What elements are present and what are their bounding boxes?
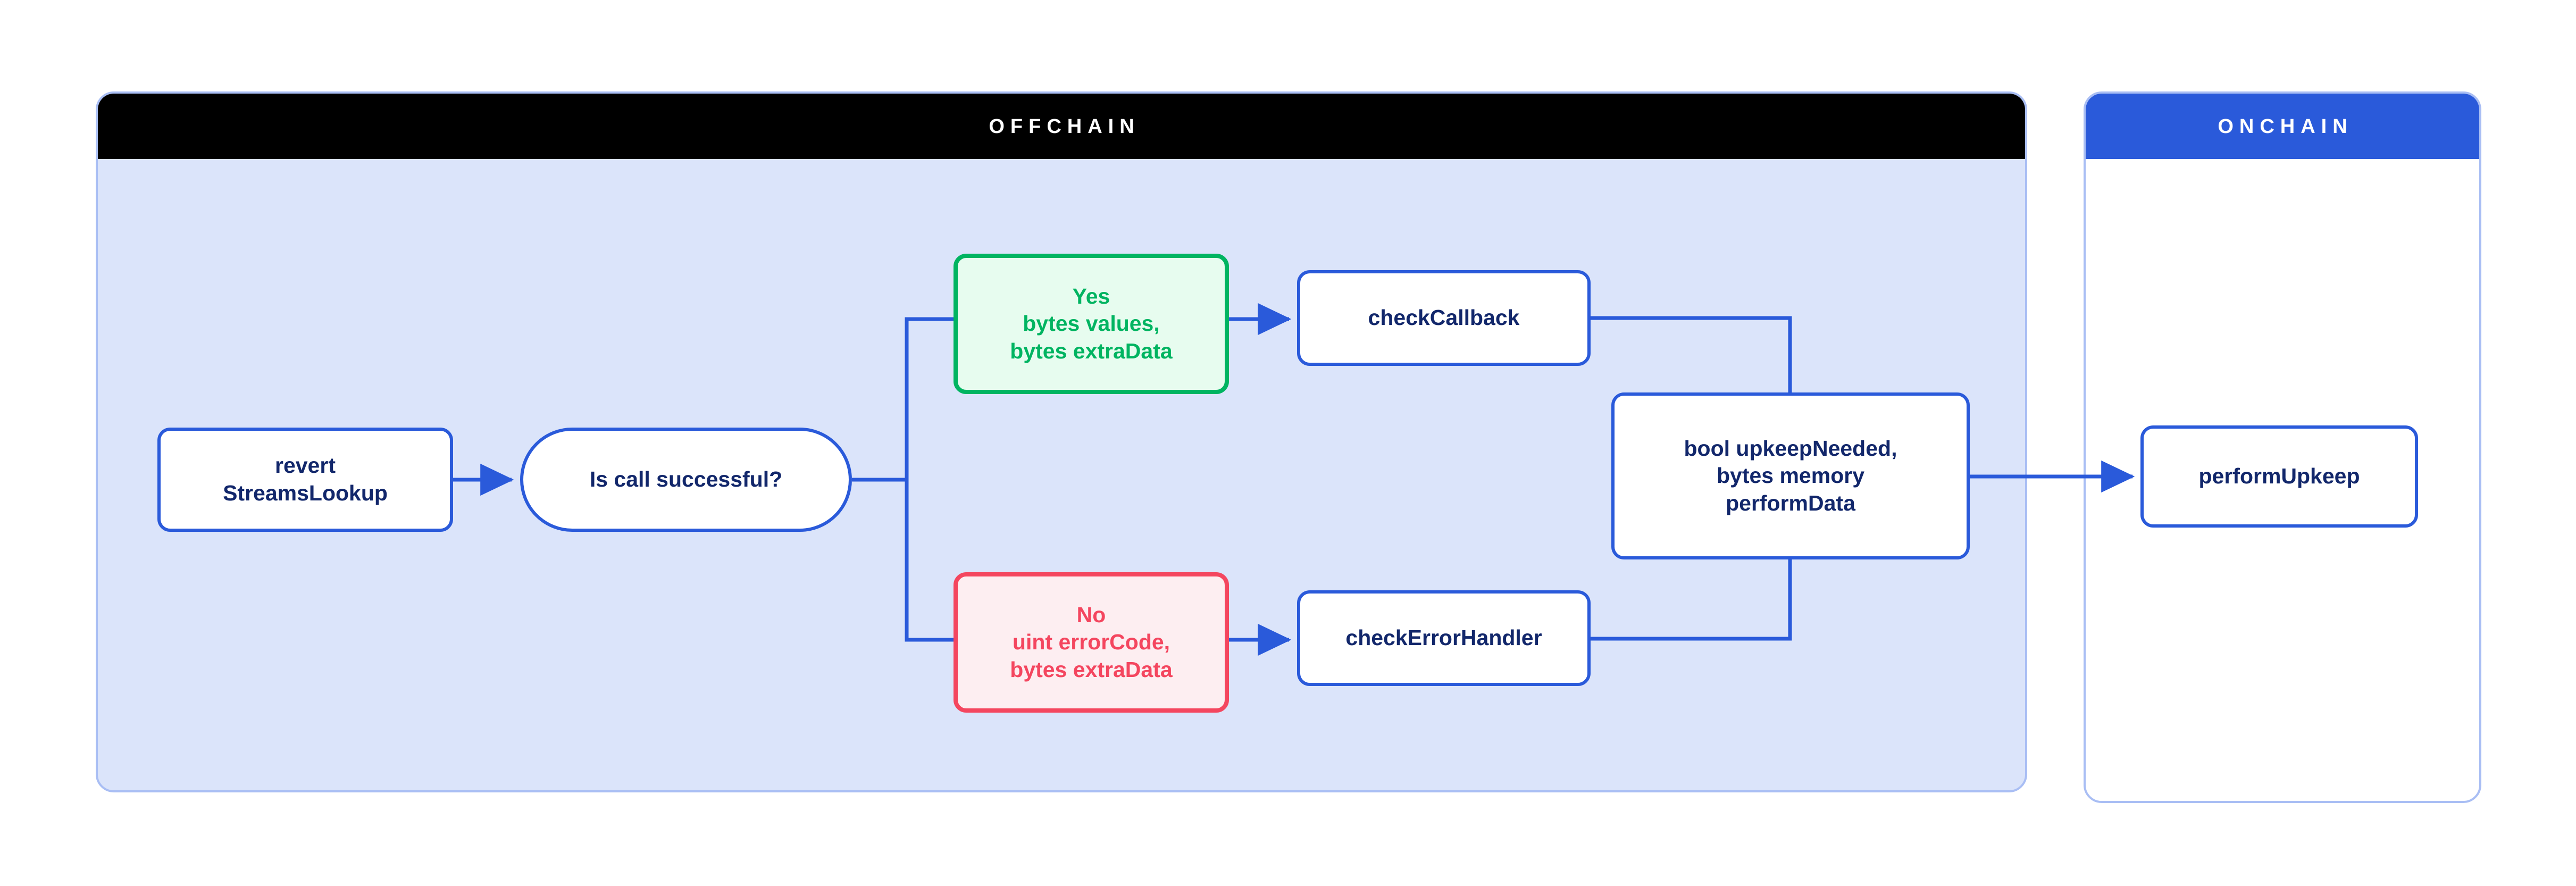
- node-revert-streamslookup[interactable]: revert StreamsLookup: [157, 428, 453, 532]
- node-perform-upkeep-label: performUpkeep: [2198, 464, 2360, 489]
- node-revert-streamslookup-label: revert StreamsLookup: [223, 453, 388, 505]
- node-yes-branch-label: Yes bytes values, bytes extraData: [1010, 283, 1173, 363]
- node-upkeep-needed-label: bool upkeepNeeded, bytes memory performD…: [1684, 436, 1897, 515]
- node-check-error-handler[interactable]: checkErrorHandler: [1297, 590, 1591, 686]
- node-no-branch-label: No uint errorCode, bytes extraData: [1010, 602, 1173, 682]
- node-no-branch[interactable]: No uint errorCode, bytes extraData: [954, 572, 1229, 713]
- node-upkeep-needed[interactable]: bool upkeepNeeded, bytes memory performD…: [1611, 392, 1970, 559]
- panel-offchain-title: OFFCHAIN: [989, 115, 1140, 138]
- panel-offchain-header: OFFCHAIN: [98, 94, 2025, 159]
- node-yes-branch[interactable]: Yes bytes values, bytes extraData: [954, 254, 1229, 394]
- panel-onchain-title: ONCHAIN: [2218, 115, 2353, 138]
- node-check-callback-label: checkCallback: [1368, 305, 1520, 330]
- node-check-error-handler-label: checkErrorHandler: [1345, 625, 1542, 650]
- node-perform-upkeep[interactable]: performUpkeep: [2140, 425, 2418, 528]
- panel-onchain-header: ONCHAIN: [2086, 94, 2479, 159]
- node-is-call-successful[interactable]: Is call successful?: [520, 428, 852, 532]
- node-check-callback[interactable]: checkCallback: [1297, 270, 1591, 366]
- node-is-call-successful-label: Is call successful?: [589, 467, 783, 492]
